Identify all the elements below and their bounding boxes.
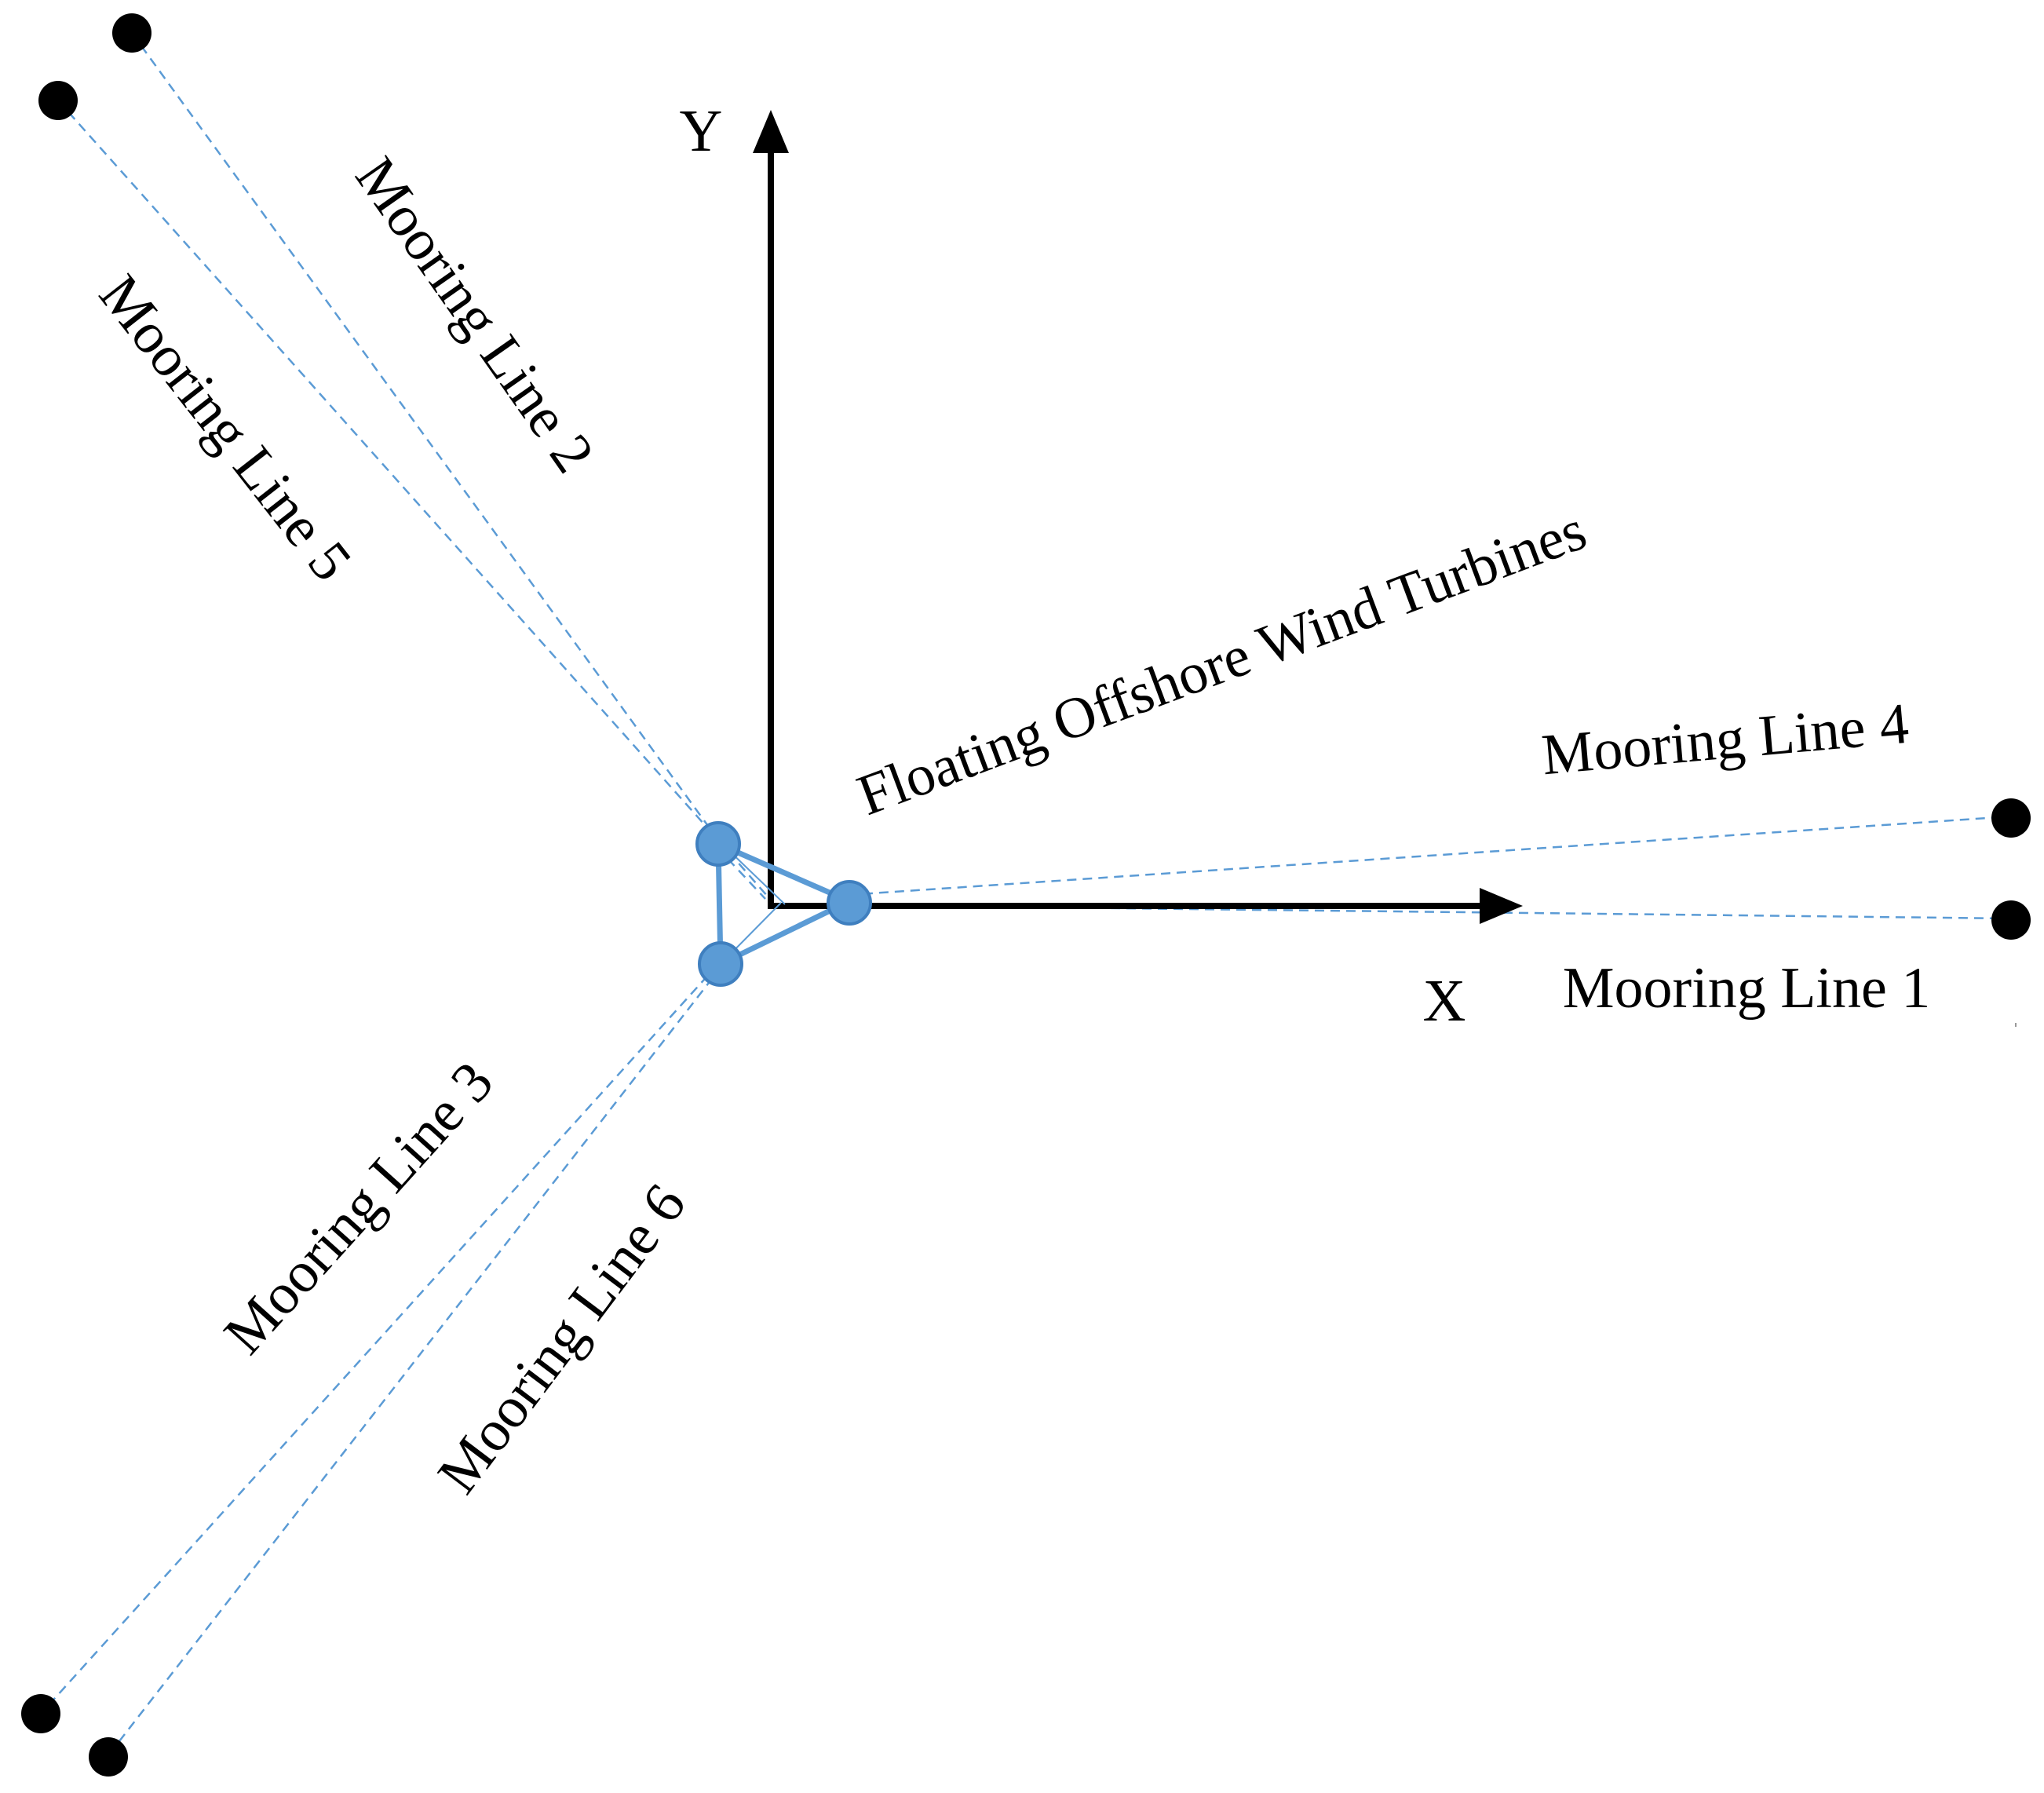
mooring-line-2	[130, 32, 720, 841]
mooring-line-5	[57, 100, 719, 841]
anchor-line-1	[1991, 900, 2031, 940]
mooring-line-5-label: Mooring Line 5	[86, 263, 363, 593]
anchor-line-2	[112, 13, 151, 53]
anchor-line-5	[38, 81, 78, 120]
mooring-line-4	[847, 815, 2012, 896]
platform-label: Floating Offshore Wind Turbines	[849, 498, 1595, 828]
x-axis-label: X	[1423, 968, 1466, 1034]
platform-column	[695, 821, 741, 867]
coordinate-axes	[753, 110, 1523, 924]
mooring-line-5-inner	[706, 835, 766, 900]
y-axis-arrowhead	[753, 110, 789, 153]
mooring-line-6	[108, 965, 723, 1756]
anchors	[21, 13, 2031, 1777]
anchor-line-6	[89, 1737, 128, 1777]
mooring-line-2-label: Mooring Line 2	[343, 146, 607, 484]
mooring-line-6-label: Mooring Line 6	[425, 1173, 699, 1506]
floating-platform	[695, 821, 872, 987]
mooring-line-2-inner	[717, 839, 774, 904]
platform-column	[698, 941, 743, 987]
mooring-line-3	[40, 963, 719, 1714]
mooring-lines	[40, 32, 2012, 1756]
mooring-line-4-label: Mooring Line 4	[1539, 692, 1911, 788]
mooring-line-3-label: Mooring Line 3	[212, 1050, 506, 1366]
y-axis-label: Y	[680, 98, 723, 164]
anchor-line-3	[21, 1694, 60, 1733]
anchor-line-4	[1991, 798, 2031, 838]
x-axis-arrowhead	[1480, 888, 1523, 924]
mooring-line-1-label: Mooring Line 1	[1563, 956, 1931, 1021]
platform-frame	[715, 839, 856, 969]
platform-column	[827, 880, 872, 926]
